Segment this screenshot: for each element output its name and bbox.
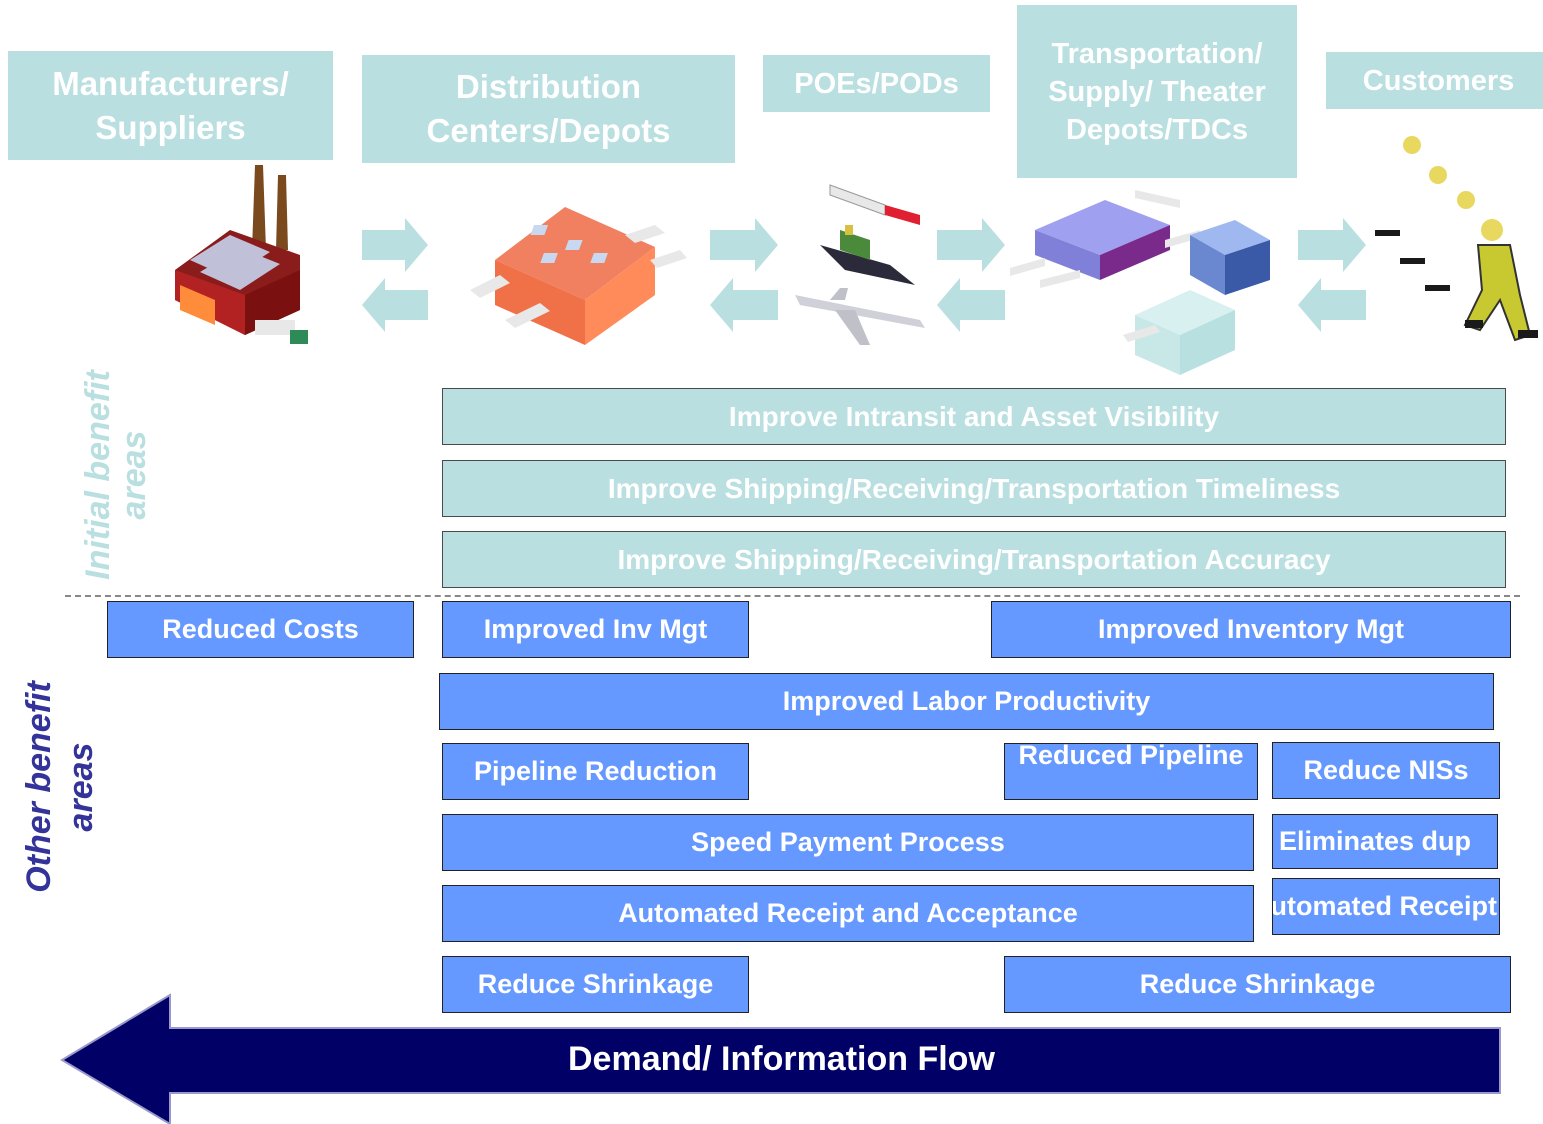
initial-benefit-label: Improve Shipping/Receiving/Transportatio… (617, 543, 1331, 575)
stage-manufacturers-label: Manufacturers/ Suppliers (52, 64, 289, 146)
forward-arrow-icon (710, 218, 778, 272)
initial-benefit-label: Improve Shipping/Receiving/Transportatio… (607, 472, 1341, 504)
stage-poes: POEs/PODs (763, 55, 990, 112)
section-divider (65, 595, 1520, 597)
stage-distribution: Distribution Centers/Depots (362, 55, 735, 163)
truck-ship-plane-icon (795, 184, 925, 345)
benefit-box-speed-payment-process: Speed Payment Process (442, 814, 1254, 871)
back-arrow-icon (1298, 278, 1366, 332)
back-arrow-icon (937, 278, 1005, 332)
benefit-box-improved-inventory-mgt: Improved Inventory Mgt (991, 601, 1511, 658)
forward-arrow-icon (937, 218, 1005, 272)
forward-arrow-icon (1298, 218, 1366, 272)
initial-benefit-bar: Improve Shipping/Receiving/Transportatio… (442, 460, 1506, 517)
stage-customers: Customers (1326, 52, 1543, 109)
initial-benefit-bar: Improve Shipping/Receiving/Transportatio… (442, 531, 1506, 588)
depot-buildings-icon (1010, 190, 1270, 375)
stage-transportation: Transportation/ Supply/ Theater Depots/T… (1017, 5, 1297, 178)
demand-flow-label: Demand/ Information Flow (568, 1040, 995, 1078)
benefit-box-reduce-shrinkage-left: Reduce Shrinkage (442, 956, 749, 1013)
back-arrow-icon (710, 278, 778, 332)
back-arrow-icon (362, 278, 428, 332)
stage-transportation-label: Transportation/ Supply/ Theater Depots/T… (1048, 37, 1266, 146)
benefit-box-automated-receipt-acceptance: Automated Receipt and Acceptance (442, 885, 1254, 942)
left-arrow-icon (60, 993, 1501, 1124)
benefit-box-reduced-costs: Reduced Costs (107, 601, 414, 658)
stage-flow-arrows (362, 218, 1366, 332)
stage-poes-label: POEs/PODs (794, 67, 959, 100)
stage-manufacturers: Manufacturers/ Suppliers (8, 51, 333, 160)
forward-arrow-icon (362, 218, 428, 272)
benefit-box-pipeline-reduction: Pipeline Reduction (442, 743, 749, 800)
benefit-box-automated-receipt-clipped: Automated Receipt (1272, 878, 1500, 935)
benefit-box-eliminates-dup: Eliminates dup (1272, 814, 1498, 869)
stage-distribution-label: Distribution Centers/Depots (426, 68, 671, 149)
benefit-box-reduce-shrinkage-right: Reduce Shrinkage (1004, 956, 1511, 1013)
factory-icon (175, 165, 308, 344)
benefit-box-improved-labor-productivity: Improved Labor Productivity (439, 673, 1494, 730)
initial-benefit-bar: Improve Intransit and Asset Visibility (442, 388, 1506, 445)
benefit-box-reduced-pipeline: Reduced Pipeline (1004, 743, 1258, 800)
benefit-box-reduce-niss: Reduce NISs (1272, 742, 1500, 799)
benefit-box-improved-inv-mgt: Improved Inv Mgt (442, 601, 749, 658)
initial-benefit-label: Improve Intransit and Asset Visibility (728, 400, 1220, 432)
warehouse-icon (470, 207, 687, 345)
stage-customers-label: Customers (1362, 64, 1515, 97)
soldiers-icon (1375, 136, 1538, 342)
